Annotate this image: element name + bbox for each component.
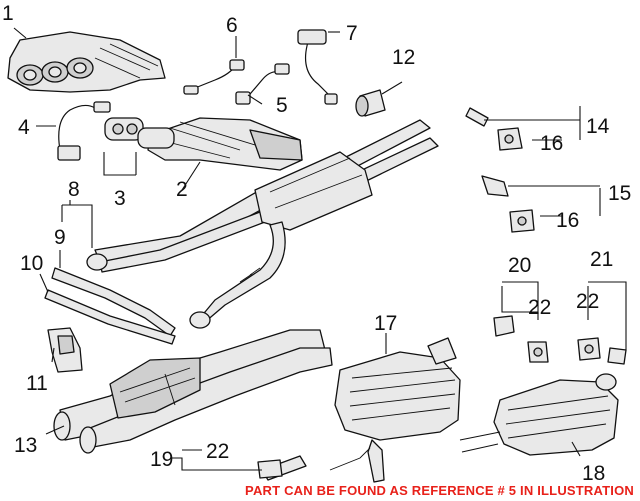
- bracket-19-part: [257, 455, 307, 481]
- exhaust-manifold-part: [7, 31, 166, 93]
- callout-16b: 16: [556, 209, 579, 232]
- front-pipe-resonator-part: [86, 119, 439, 329]
- callout-21: 21: [590, 248, 613, 271]
- clamp-21-part: [577, 337, 627, 365]
- callout-17: 17: [374, 312, 397, 335]
- callout-9: 9: [54, 226, 66, 249]
- cylinder-part-12: [355, 89, 386, 117]
- callout-6: 6: [226, 14, 238, 37]
- manifold-catalyst-part: [147, 117, 303, 171]
- callout-5: 5: [276, 94, 288, 117]
- callout-2: 2: [176, 178, 188, 201]
- gasket-part: [104, 117, 175, 149]
- callout-1: 1: [2, 2, 14, 25]
- callout-numbers: 1 2 3 4 5 6 7 8 9 10 11 12 13 14 15 16 1…: [2, 2, 631, 485]
- rear-muffler-left-part: [329, 337, 461, 483]
- callout-13: 13: [14, 434, 37, 457]
- clamp-20-part: [493, 315, 549, 363]
- callout-3: 3: [114, 187, 126, 210]
- callout-18: 18: [582, 462, 605, 485]
- oxygen-sensor-4-part: [57, 101, 111, 161]
- callout-20: 20: [508, 254, 531, 277]
- callout-19: 19: [150, 448, 173, 471]
- crossmember-bracket-part: [44, 267, 176, 345]
- callout-14: 14: [586, 115, 610, 138]
- rear-muffler-right-part: [459, 373, 619, 456]
- sensor-6-part: [183, 59, 245, 95]
- callout-22c: 22: [206, 440, 229, 463]
- callout-22a: 22: [528, 296, 551, 319]
- hanger-15-part: [481, 175, 535, 233]
- callout-4: 4: [18, 116, 30, 139]
- callout-8: 8: [68, 178, 80, 201]
- mount-bracket-11-part: [47, 327, 83, 373]
- callout-16a: 16: [540, 132, 563, 155]
- callout-10: 10: [20, 252, 43, 275]
- callout-15: 15: [608, 182, 631, 205]
- reference-footer-note: PART CAN BE FOUND AS REFERENCE # 5 IN IL…: [245, 483, 634, 498]
- callout-22b: 22: [576, 290, 599, 313]
- callout-7: 7: [346, 22, 358, 45]
- callout-11: 11: [26, 372, 48, 395]
- hanger-14-part: [465, 107, 523, 151]
- center-catalyst-assembly-part: [53, 329, 333, 454]
- sensor-7-part: [297, 29, 338, 105]
- callout-12: 12: [392, 46, 415, 69]
- sensor-5-part: [235, 63, 290, 105]
- callout-leaders: [13, 27, 627, 471]
